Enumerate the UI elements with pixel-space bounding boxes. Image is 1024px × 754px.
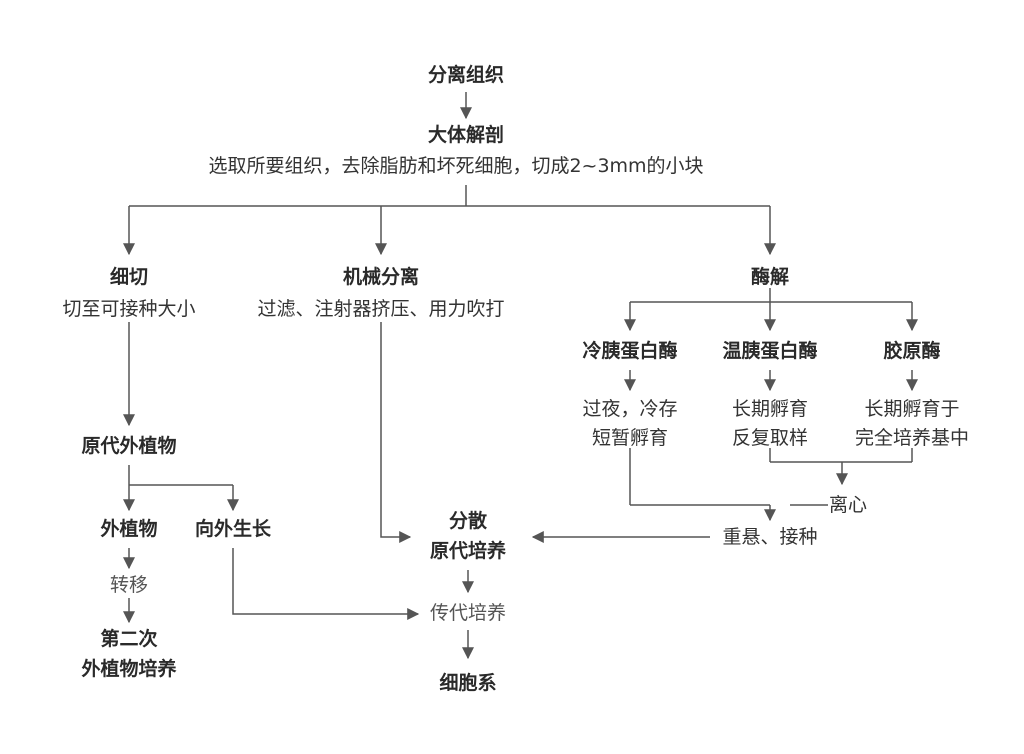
node-coll-note-2: 完全培养基中 [854, 427, 970, 449]
edge-mechanical-to-dispersed [380, 322, 412, 543]
edge-outgrowth-to-subculture [232, 548, 420, 620]
node-transfer: 转移 [109, 574, 149, 596]
node-cold-trypsin: 冷胰蛋白酶 [582, 340, 678, 362]
node-mince-note: 切至可接种大小 [62, 298, 196, 320]
node-enzyme: 酶解 [750, 266, 790, 288]
node-warm-trypsin: 温胰蛋白酶 [722, 340, 818, 362]
node-primary-explant: 原代外植物 [81, 435, 177, 457]
node-dissection-note: 选取所要组织，去除脂肪和坏死细胞，切成2~3mm的小块 [208, 155, 704, 177]
node-dispersed-2: 原代培养 [429, 540, 507, 562]
node-subculture: 传代培养 [429, 602, 507, 624]
node-coll-note-1: 长期孵育于 [864, 398, 960, 420]
node-cell-line: 细胞系 [439, 672, 497, 694]
node-warm-note-2: 反复取样 [731, 427, 809, 449]
node-second-2: 外植物培养 [81, 658, 177, 680]
node-outgrowth: 向外生长 [194, 518, 272, 540]
node-cold-note-2: 短暂孵育 [591, 427, 669, 449]
node-collagenase: 胶原酶 [883, 340, 941, 362]
node-dispersed-1: 分散 [448, 510, 488, 532]
node-centrifuge: 离心 [828, 494, 868, 516]
node-second-1: 第二次 [100, 628, 158, 650]
node-mechanical: 机械分离 [342, 266, 420, 288]
node-cold-note-1: 过夜，冷存 [582, 398, 678, 420]
node-mechanical-note: 过滤、注射器挤压、用力吹打 [257, 298, 505, 320]
node-separate-tissue: 分离组织 [427, 64, 505, 86]
node-mince: 细切 [109, 266, 149, 288]
node-resuspend: 重悬、接种 [722, 526, 818, 548]
node-explant: 外植物 [100, 518, 158, 540]
node-warm-note-1: 长期孵育 [731, 398, 809, 420]
node-gross-dissection: 大体解剖 [427, 124, 505, 146]
